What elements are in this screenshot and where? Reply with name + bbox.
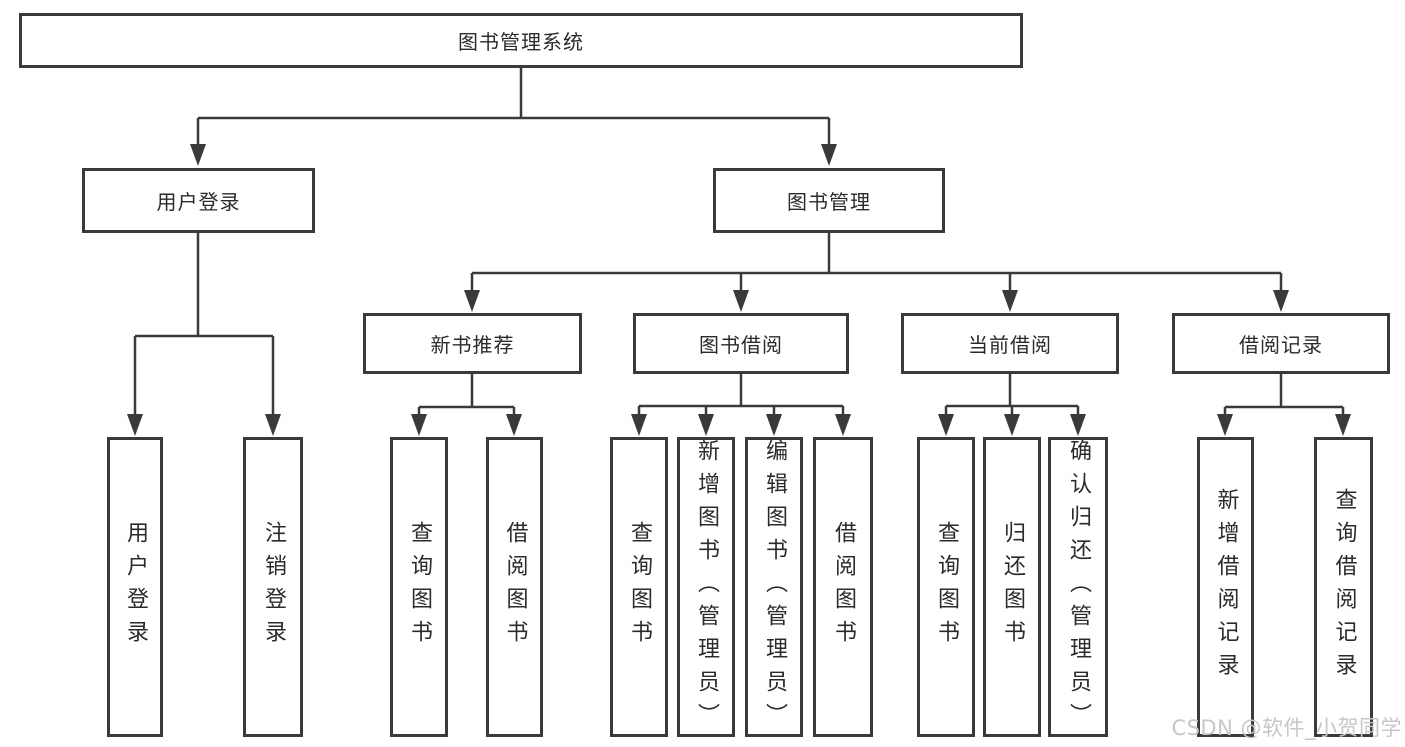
leaf-logout: 注销登录 — [243, 437, 303, 737]
leaf-query-books-current: 查询图书 — [917, 437, 975, 737]
leaf-add-books-admin: 新增图书（管理员） — [677, 437, 735, 737]
leaf-return-books: 归还图书 — [983, 437, 1041, 737]
leaf-confirm-return-admin: 确认归还（管理员） — [1048, 437, 1108, 737]
leaf-query-borrow-record: 查询借阅记录 — [1314, 437, 1373, 737]
node-book-management: 图书管理 — [713, 168, 945, 233]
node-borrowing-records: 借阅记录 — [1172, 313, 1390, 374]
node-current-borrowing: 当前借阅 — [901, 313, 1119, 374]
node-book-borrowing: 图书借阅 — [633, 313, 849, 374]
node-new-book-recommendation: 新书推荐 — [363, 313, 582, 374]
node-user-login: 用户登录 — [82, 168, 315, 233]
csdn-watermark: CSDN @软件_小贺同学 — [1171, 716, 1402, 740]
leaf-user-login: 用户登录 — [107, 437, 163, 737]
node-root-system: 图书管理系统 — [19, 13, 1023, 68]
leaf-edit-books-admin: 编辑图书（管理员） — [745, 437, 803, 737]
leaf-query-books-borrow: 查询图书 — [610, 437, 668, 737]
leaf-query-books-recommend: 查询图书 — [390, 437, 448, 737]
leaf-borrow-books-recommend: 借阅图书 — [486, 437, 543, 737]
leaf-borrow-books: 借阅图书 — [813, 437, 873, 737]
leaf-add-borrow-record: 新增借阅记录 — [1197, 437, 1254, 737]
